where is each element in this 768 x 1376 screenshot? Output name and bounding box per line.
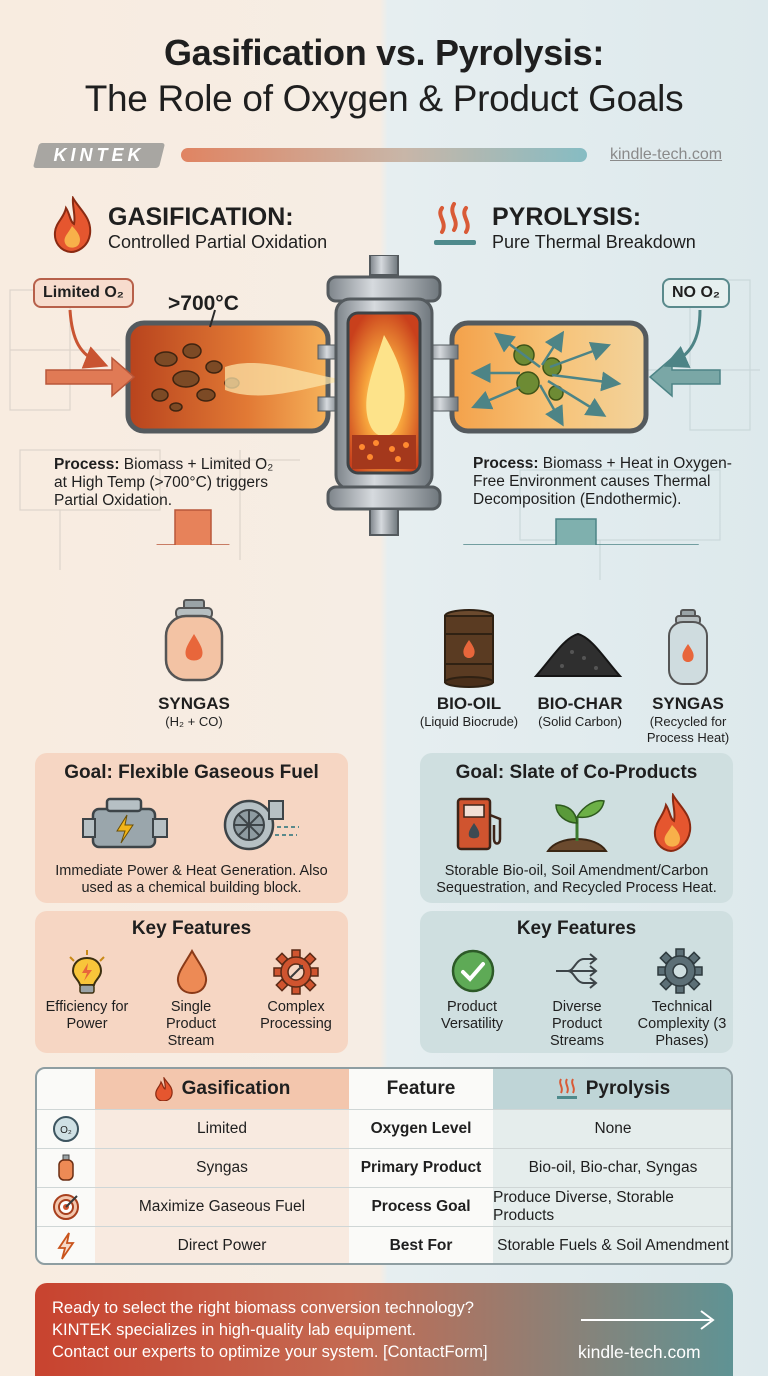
table-header-feature: Feature [386,1078,456,1099]
feature-process-goal: Process Goal [371,1198,471,1215]
table-row: O₂ Limited Oxygen Level None [37,1109,731,1148]
bio-oil-label: BIO-OIL [436,694,502,713]
arrow-right-icon [581,1310,715,1330]
gasification-product-sub: (H₂ + CO) [165,714,223,729]
lightbulb-icon [69,950,105,994]
sprout-soil-icon [546,799,608,852]
gasification-goal-card: Goal: Flexible Gaseous Fuel Immediate Po… [35,753,348,903]
pyrolysis-goal-title: Goal: Slate of Co-Products [455,762,698,783]
pyrolysis-feature-2: Diverse Product Streams [550,999,604,1049]
syngas-small-cylinder-icon [668,609,708,685]
pyrolysis-oxygen-level: None [493,1110,731,1148]
footer-line-2: KINTEK specializes in high-quality lab e… [52,1321,417,1339]
header-divider-bar [181,148,587,162]
bio-char-sub: (Solid Carbon) [538,714,622,729]
pyrolysis-process-goal: Produce Diverse, Storable Products [493,1188,731,1226]
flame-icon [154,1077,173,1101]
bio-char-label: BIO-CHAR [537,694,623,713]
gasification-features-title: Key Features [131,918,252,939]
gas-cylinder-icon [58,1154,74,1181]
feature-best-for: Best For [389,1237,453,1254]
pyrolysis-syngas-label: SYNGAS [652,694,724,713]
target-icon [53,1194,79,1220]
bio-oil-sub: (Liquid Biocrude) [419,714,519,729]
page-title: Gasification vs. Pyrolysis: [163,32,605,73]
fire-heat-icon [653,793,692,853]
gasification-primary-product: Syngas [95,1149,349,1187]
gear-icon [273,949,319,995]
pyrolysis-features-card: Key Features Product Versatility Diverse… [420,911,733,1053]
table-header-gasification: Gasification [95,1069,349,1109]
pyrolysis-goal-text: Storable Bio-oil, Soil Amendment/Carbon … [436,863,717,896]
gasification-feature-1: Efficiency for Power [45,999,129,1032]
feature-oxygen-level: Oxygen Level [370,1120,472,1137]
gasification-feature-3: Complex Processing [260,999,332,1032]
no-oxygen-pill: NO O₂ [662,278,730,308]
gasification-goal-text: Immediate Power & Heat Generation. Also … [55,863,328,896]
pyrolysis-goal-card: Goal: Slate of Co-Products Storable Bio-… [420,753,733,903]
page-subtitle: The Role of Oxygen & Product Goals [84,78,684,119]
o2-icon: O₂ [53,1116,79,1142]
limited-oxygen-pill: Limited O₂ [33,278,134,308]
drop-icon [176,949,208,995]
gasification-title: GASIFICATION: [108,203,294,231]
footer-line-1: Ready to select the right biomass conver… [52,1299,474,1317]
bio-oil-barrel-icon [444,609,494,688]
gasification-best-for: Direct Power [95,1227,349,1263]
gasification-subtitle: Controlled Partial Oxidation [108,232,328,252]
table-header-pyrolysis: Pyrolysis [493,1069,731,1109]
footer-cta-banner: Ready to select the right biomass conver… [35,1283,733,1376]
gasification-oxygen-level: Limited [95,1110,349,1148]
syngas-cylinder-icon [164,599,224,682]
svg-text:O₂: O₂ [60,1125,72,1136]
pyrolysis-feature-3: Technical Complexity (3 Phases) [637,999,727,1049]
footer-site-link[interactable]: kindle-tech.com [578,1342,701,1362]
pyrolysis-subtitle: Pure Thermal Breakdown [492,232,696,252]
pyrolysis-primary-product: Bio-oil, Bio-char, Syngas [493,1149,731,1187]
bio-char-pile-icon [533,632,623,677]
temperature-label: >700°C [168,292,239,315]
check-circle-icon [451,949,495,993]
split-arrows-icon [556,953,598,989]
lightning-icon [57,1232,75,1260]
gasification-features-card: Key Features Efficiency for Power Single… [35,911,348,1053]
gasification-goal-title: Goal: Flexible Gaseous Fuel [64,762,319,783]
gear-icon [657,948,703,994]
reactor-diagram [45,255,721,545]
table-row: Direct Power Best For Storable Fuels & S… [37,1226,731,1263]
gasification-feature-2: Single Product Stream [166,999,216,1049]
gasification-product-label: SYNGAS [158,694,230,713]
pyrolysis-best-for: Storable Fuels & Soil Amendment [493,1227,731,1263]
turbine-icon [223,799,299,851]
heat-waves-icon [434,202,476,245]
heat-waves-icon [556,1078,577,1099]
pyrolysis-title: PYROLYSIS: [492,203,642,231]
table-header-row: Gasification Feature Pyrolysis [37,1069,731,1109]
footer-line-3[interactable]: Contact our experts to optimize your sys… [52,1343,488,1361]
gasification-process-goal: Maximize Gaseous Fuel [95,1188,349,1226]
brand-logo: KINTEK [32,143,166,168]
fuel-pump-icon [456,797,502,851]
engine-icon [82,797,168,849]
comparison-table: Gasification Feature Pyrolysis O₂ Limite… [35,1067,733,1265]
table-row: Maximize Gaseous Fuel Process Goal Produ… [37,1187,731,1226]
header-site-link[interactable]: kindle-tech.com [610,146,723,163]
table-row: Syngas Primary Product Bio-oil, Bio-char… [37,1148,731,1187]
feature-primary-product: Primary Product [360,1159,482,1176]
gasification-process-text: Process: Biomass + Limited O₂ at High Te… [54,456,274,509]
pyrolysis-features-title: Key Features [516,918,637,939]
flame-icon [53,196,92,254]
pyrolysis-syngas-sub: (Recycled for Process Heat) [646,714,730,745]
pyrolysis-process-text: Process: Biomass + Heat in Oxygen-Free E… [473,455,732,508]
pyrolysis-feature-1: Product Versatility [440,999,504,1032]
